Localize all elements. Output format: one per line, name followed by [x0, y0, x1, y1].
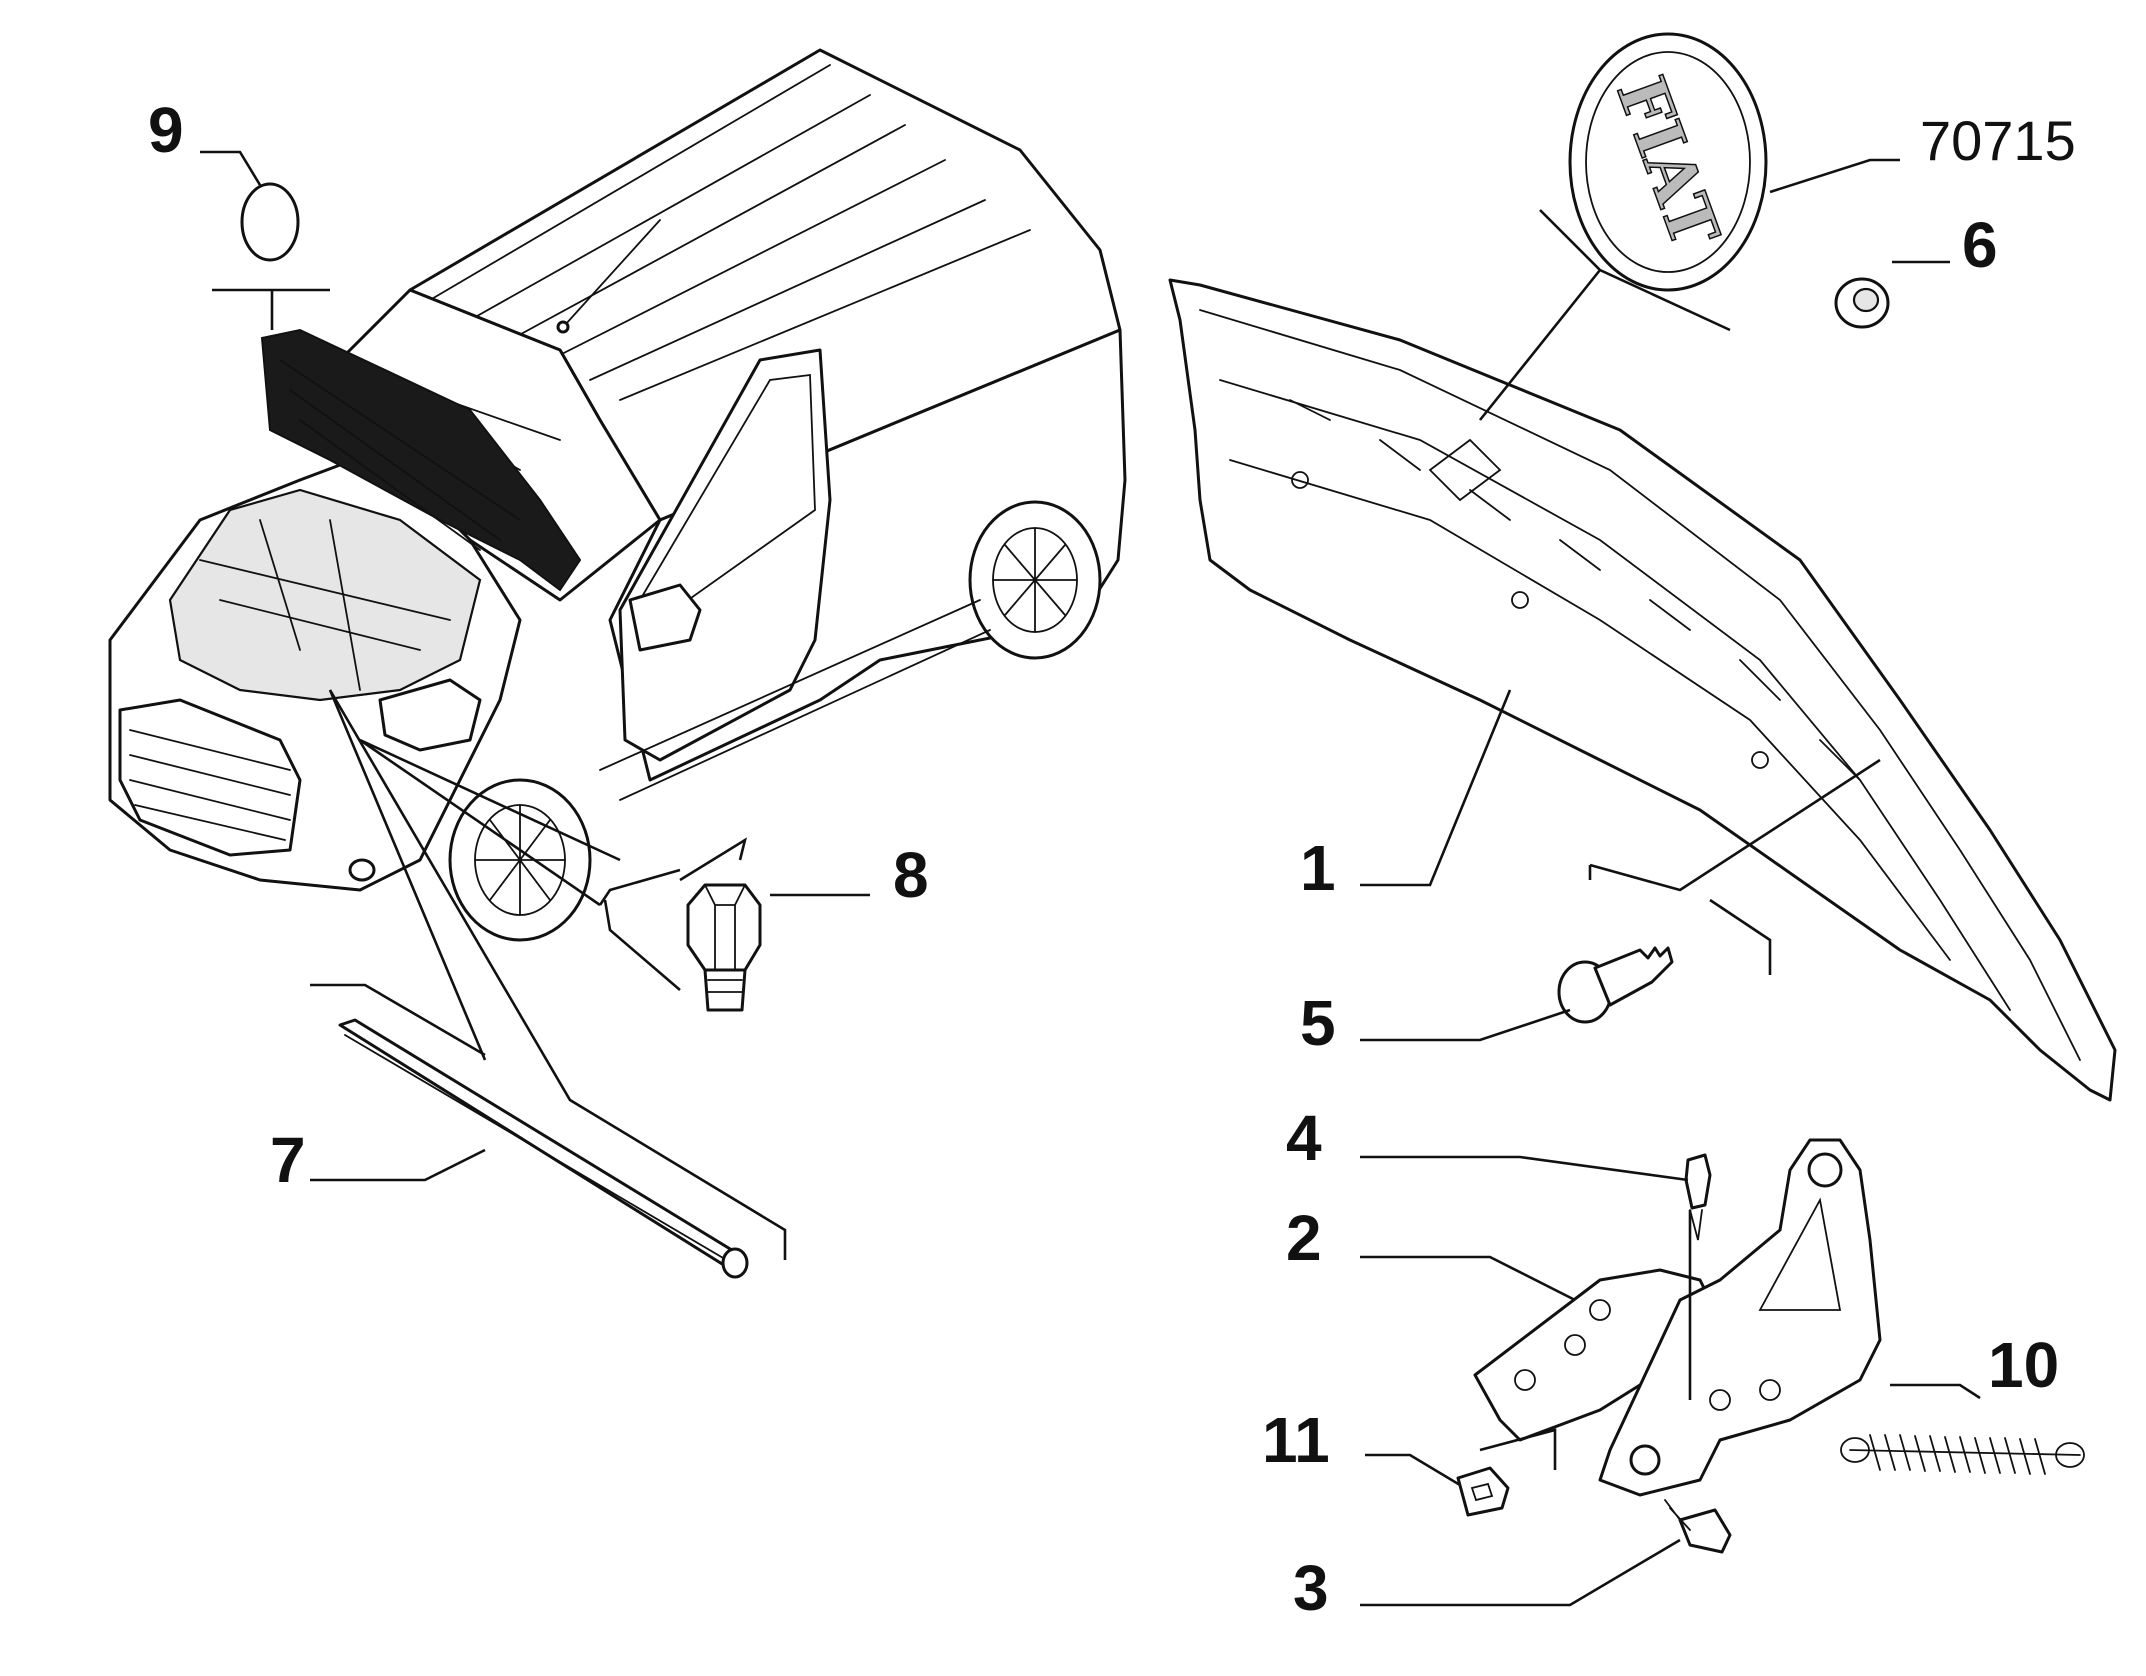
fiat-emblem: FIAT: [1568, 32, 1768, 292]
gas-spring: [1840, 1434, 2085, 1475]
cap-plug: [1834, 277, 1890, 329]
clip-nut: [1456, 1466, 1510, 1517]
van-illustration: [108, 48, 1127, 942]
callout-70715: 70715: [1920, 109, 2076, 172]
seal-ring: [240, 182, 300, 262]
callout-7: 7: [270, 1124, 306, 1196]
callout-10: 10: [1988, 1329, 2059, 1401]
callout-2: 2: [1286, 1202, 1322, 1274]
callout-6: 6: [1962, 209, 1998, 281]
callout-1: 1: [1300, 832, 1336, 904]
callout-labels: 9 70715 6 8 1 5 4 2 10 11 3 7: [148, 94, 2076, 1624]
hinge-bolt-bottom: [1664, 1499, 1732, 1554]
rubber-buffer: [686, 883, 762, 1012]
bonnet-seal-strip: [338, 1018, 749, 1279]
callout-8: 8: [893, 839, 929, 911]
leader-lines: [200, 150, 1981, 1607]
callout-11: 11: [1262, 1404, 1330, 1476]
bonnet-hinge: [1473, 1138, 1882, 1497]
callout-3: 3: [1293, 1552, 1329, 1624]
callout-9: 9: [148, 94, 184, 166]
bonnet-panel: [1168, 278, 2117, 1102]
callout-4: 4: [1286, 1102, 1322, 1174]
callout-5: 5: [1300, 987, 1336, 1059]
push-clip: [1557, 946, 1674, 1024]
